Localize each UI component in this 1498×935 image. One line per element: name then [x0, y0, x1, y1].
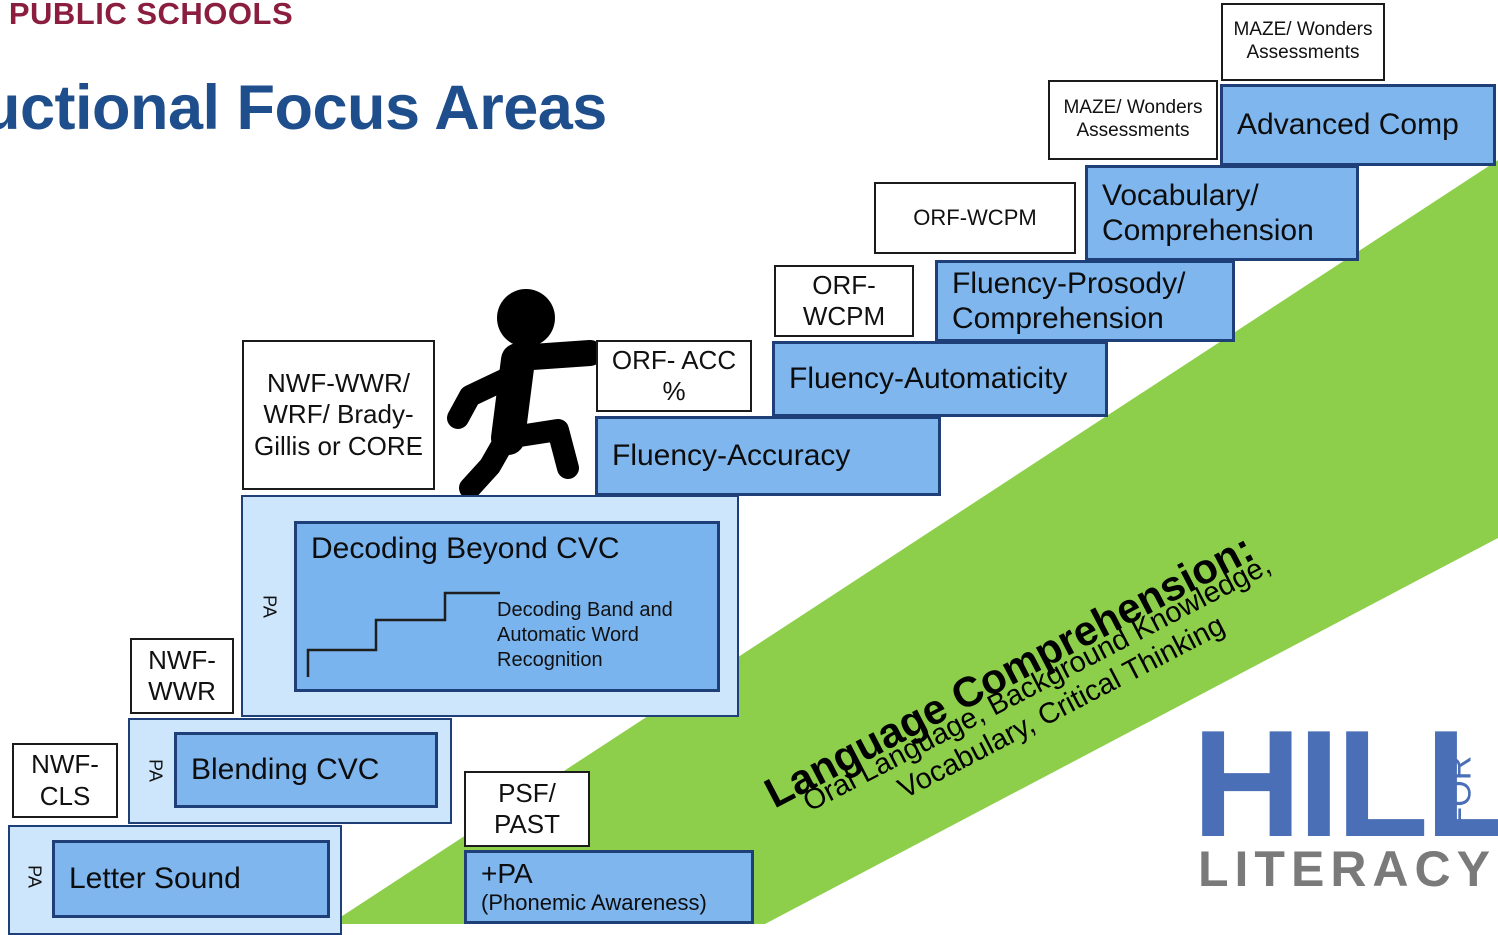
phonemic-awareness-label: (Phonemic Awareness)	[481, 890, 707, 916]
assessment-orf-wcpm-2: ORF-WCPM	[874, 182, 1076, 254]
staircase-icon	[306, 591, 500, 677]
step-letter-sound: Letter Sound	[52, 840, 330, 918]
logo-for: FOR	[1440, 755, 1479, 828]
step-decoding-beyond-cvc: Decoding Beyond CVC	[311, 532, 620, 565]
decoding-band-label: Decoding Band and Automatic Word Recogni…	[497, 599, 673, 671]
assessment-nwf-cls: NWF- CLS	[12, 743, 118, 818]
logo-literacy: LITERACY	[1198, 841, 1496, 897]
assessment-maze-2: MAZE/ Wonders Assessments	[1221, 3, 1385, 81]
plus-pa-label: +PA	[481, 858, 533, 889]
assessment-maze-1: MAZE/ Wonders Assessments	[1048, 80, 1218, 160]
step-blending-cvc: Blending CVC	[174, 732, 438, 808]
step-advanced-comp: Advanced Comp	[1220, 84, 1496, 166]
assessment-nwf-multi: NWF-WWR/ WRF/ Brady-Gillis or CORE	[242, 340, 435, 490]
step-plus-pa: +PA (Phonemic Awareness)	[464, 850, 754, 924]
assessment-psf-past: PSF/ PAST	[464, 771, 590, 847]
hill-for-literacy-logo: HILL FOR LITERACY	[1192, 704, 1498, 908]
step-fluency-accuracy: Fluency-Accuracy	[595, 416, 941, 496]
pa-label: PA	[145, 759, 166, 782]
page-title: ructional Focus Areas	[0, 73, 607, 143]
step-fluency-automaticity: Fluency-Automaticity	[772, 341, 1108, 417]
climbing-person-icon	[447, 289, 603, 498]
green-slope	[330, 160, 1498, 924]
assessment-orf-wcpm: ORF- WCPM	[774, 265, 914, 337]
step-fluency-prosody: Fluency-Prosody/ Comprehension	[935, 260, 1235, 342]
decoding-beyond-cvc-box	[294, 521, 720, 692]
step-vocabulary-comprehension: Vocabulary/ Comprehension	[1085, 165, 1359, 261]
pa-label: PA	[259, 595, 280, 618]
assessment-nwf-wwr: NWF- WWR	[130, 638, 234, 714]
logo-hill: HILL	[1192, 699, 1498, 869]
assessment-orf-acc: ORF- ACC %	[596, 340, 752, 412]
district-name: A PUBLIC SCHOOLS	[0, 0, 294, 31]
pa-label: PA	[24, 865, 45, 888]
